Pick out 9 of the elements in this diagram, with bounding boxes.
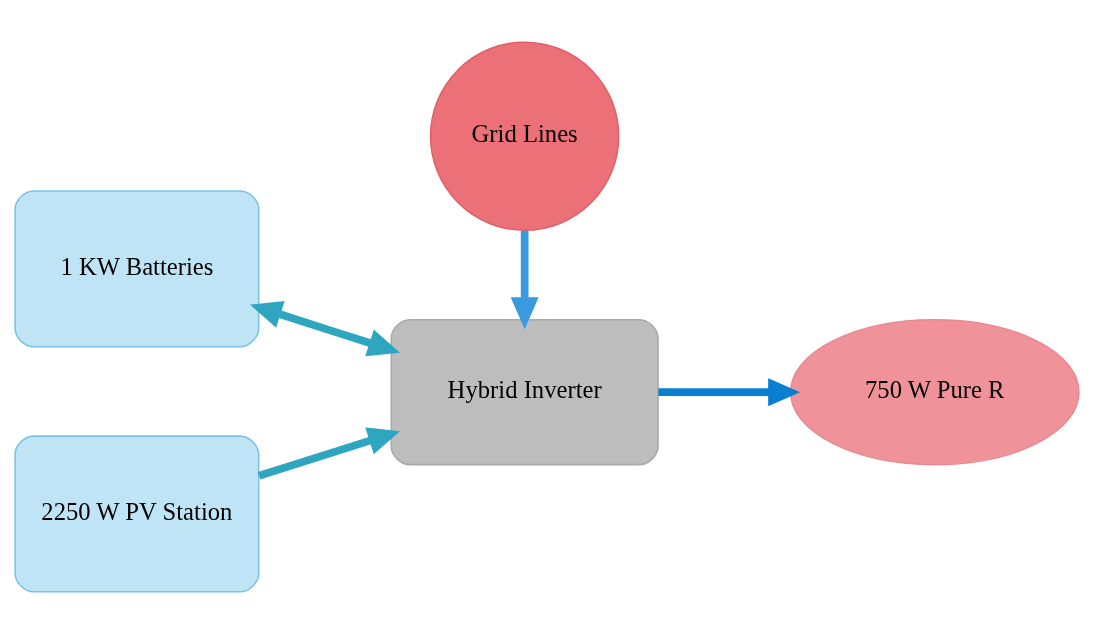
node-circle: Grid Lines xyxy=(429,40,620,231)
node-box: 1 KW Batteries xyxy=(14,189,260,347)
node-box: 2250 W PV Station xyxy=(14,434,260,593)
arrow xyxy=(510,230,539,329)
node-ellipse: 750 W Pure R xyxy=(789,318,1080,465)
node-box: Hybrid Inverter xyxy=(390,318,659,465)
arrow xyxy=(249,300,400,356)
arrow xyxy=(658,377,801,406)
arrow xyxy=(257,426,400,479)
